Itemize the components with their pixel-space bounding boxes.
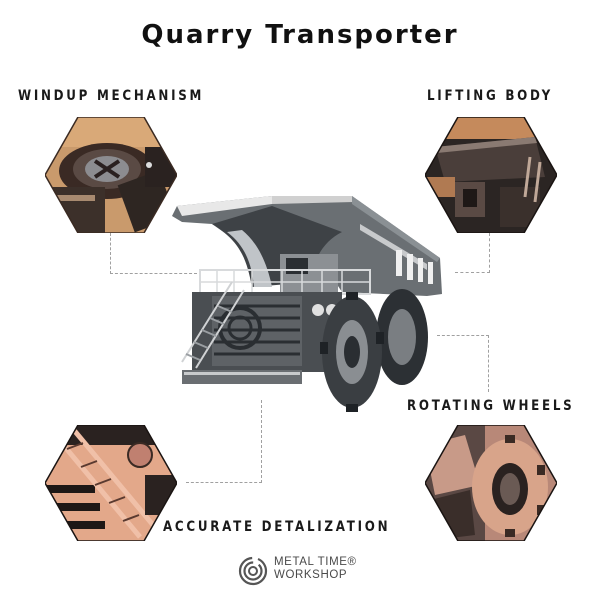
page-title: Quarry Transporter (141, 20, 459, 50)
feature-label-windup: WINDUP MECHANISM (18, 88, 205, 104)
brand-line-1: METAL TIME® (274, 556, 357, 568)
windup-mechanism-hexagon-image (45, 117, 177, 233)
concentric-circle-logo-icon (238, 556, 268, 586)
connector-lifting-body (455, 233, 490, 273)
connector-accurate-detalization (186, 400, 262, 483)
feature-label-accurate-detalization: ACCURATE DETALIZATION (163, 519, 391, 535)
feature-label-lifting-body: LIFTING BODY (427, 88, 554, 104)
brand-line-2: WORKSHOP (274, 569, 348, 581)
connector-windup (110, 233, 197, 274)
brand-logo: METAL TIME® WORKSHOP (236, 553, 376, 589)
connector-rotating-wheels (437, 335, 489, 392)
accurate-detalization-hexagon-image (45, 425, 177, 541)
rotating-wheels-hexagon-image (425, 425, 557, 541)
feature-label-rotating-wheels: ROTATING WHEELS (407, 398, 575, 414)
quarry-transporter-model-image (172, 196, 442, 412)
lifting-body-hexagon-image (425, 117, 557, 233)
brand-name: METAL TIME® WORKSHOP (274, 556, 357, 582)
